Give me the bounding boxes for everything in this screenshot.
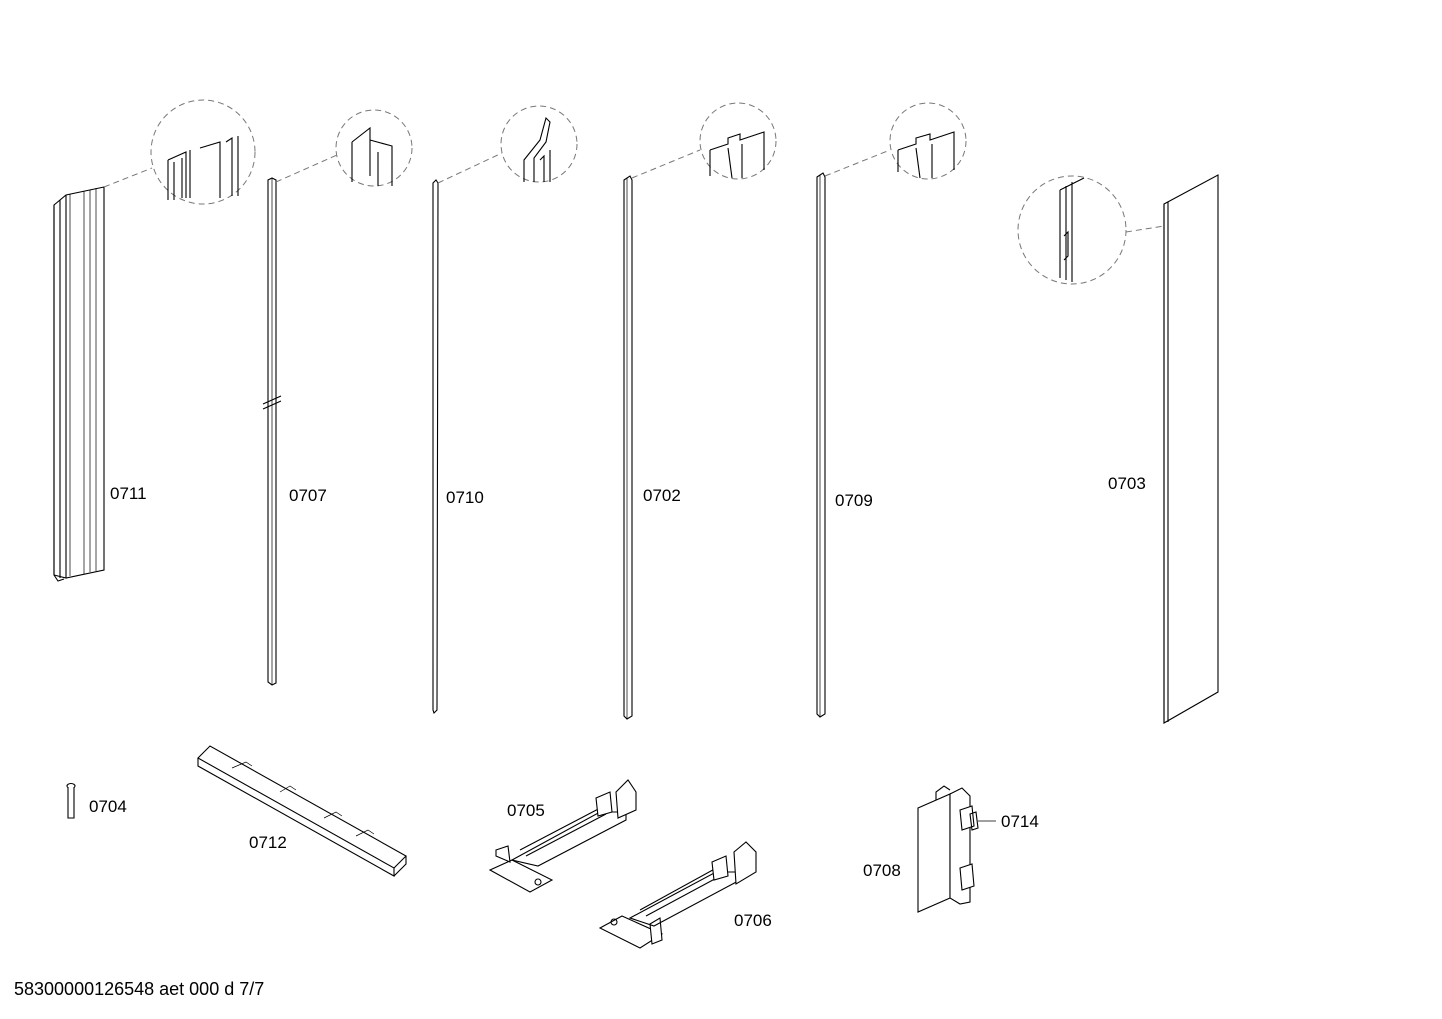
label-0707: 0707 [289, 486, 327, 505]
part-0708-hinge[interactable] [917, 785, 975, 913]
part-0706-bracket[interactable] [598, 841, 757, 949]
document-footer-code: 58300000126548 aet 000 d 7/7 [14, 979, 265, 999]
part-0704-pin[interactable] [66, 782, 76, 819]
label-0714: 0714 [1001, 812, 1039, 831]
label-0708: 0708 [863, 861, 901, 880]
part-0714-screw[interactable] [969, 811, 996, 831]
label-0703: 0703 [1108, 474, 1146, 493]
label-0709: 0709 [835, 491, 873, 510]
label-0704: 0704 [89, 797, 127, 816]
label-0710: 0710 [446, 488, 484, 507]
label-0702: 0702 [643, 486, 681, 505]
part-0711-profile[interactable] [53, 99, 256, 582]
part-0705-bracket[interactable] [488, 779, 637, 893]
part-0707-strip[interactable] [262, 109, 413, 686]
label-0711: 0711 [110, 484, 147, 503]
label-0706: 0706 [734, 911, 772, 930]
part-0703-panel[interactable] [1017, 174, 1219, 724]
label-0712: 0712 [249, 833, 287, 852]
part-0712-channel[interactable] [197, 745, 407, 877]
part-0709-strip[interactable] [816, 102, 967, 718]
part-0710-strip[interactable] [432, 105, 578, 715]
label-0705: 0705 [507, 801, 545, 820]
part-0702-strip[interactable] [623, 102, 777, 720]
